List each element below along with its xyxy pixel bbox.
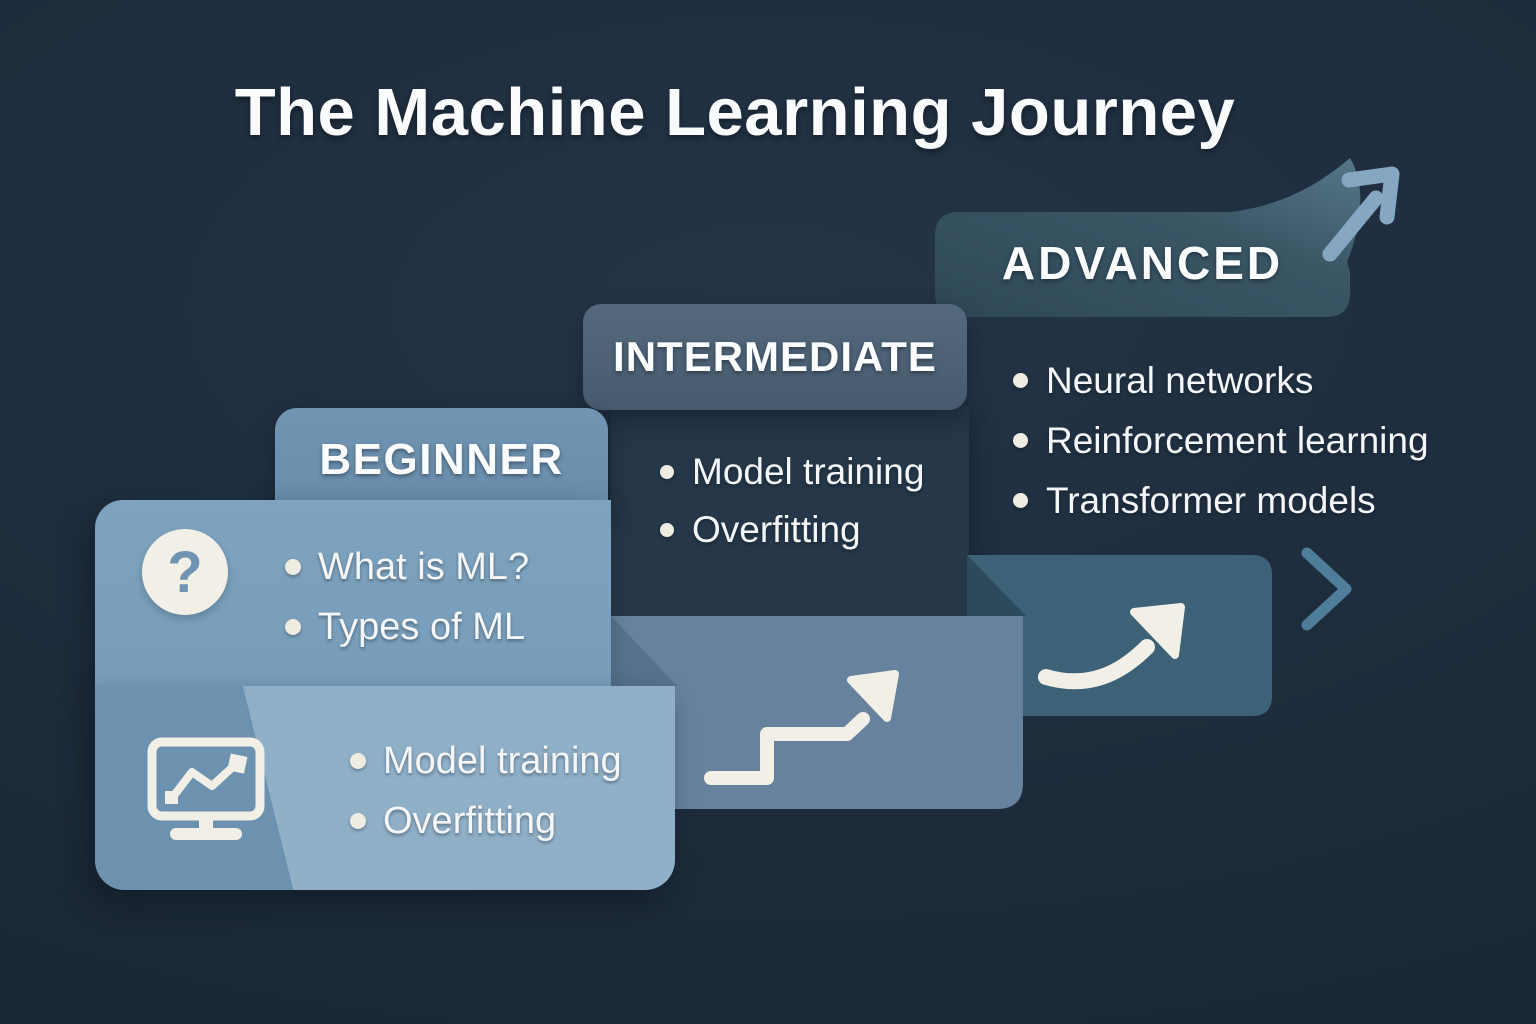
bullet-dot-icon bbox=[285, 619, 301, 635]
fold-shade bbox=[967, 555, 1026, 616]
up-right-arrow-icon bbox=[1322, 166, 1400, 262]
intermediate-panel bbox=[611, 406, 969, 620]
list-item: What is ML? bbox=[285, 544, 529, 590]
step-up-arrow-icon bbox=[704, 670, 899, 785]
beginner-topic: What is ML? bbox=[318, 545, 530, 588]
advanced-topic: Neural networks bbox=[1046, 359, 1314, 401]
advanced-topic: Transformer models bbox=[1046, 479, 1376, 521]
chevron-right-icon bbox=[1301, 547, 1352, 631]
fold-shade bbox=[611, 616, 677, 686]
bullet-dot-icon bbox=[660, 464, 674, 479]
beginner-practice-list: Model training Overfitting bbox=[350, 738, 622, 844]
intermediate-topic: Overfitting bbox=[692, 508, 861, 550]
practice-topic: Overfitting bbox=[383, 799, 557, 842]
bullet-dot-icon bbox=[1013, 433, 1028, 448]
intermediate-header-label: INTERMEDIATE bbox=[583, 304, 967, 410]
advanced-topic-list: Neural networks Reinforcement learning T… bbox=[1013, 358, 1429, 523]
monitor-chart-icon bbox=[147, 737, 265, 840]
intermediate-topic: Model training bbox=[692, 450, 925, 492]
advanced-box-swoosh bbox=[935, 158, 1361, 317]
question-mark-icon: ? bbox=[142, 529, 228, 615]
list-item: Overfitting bbox=[350, 798, 622, 844]
beginner-practice-panel bbox=[95, 686, 675, 890]
list-item: Reinforcement learning bbox=[1013, 418, 1429, 463]
intermediate-topic-list: Model training Overfitting bbox=[660, 449, 924, 552]
bullet-dot-icon bbox=[350, 753, 366, 769]
bullet-dot-icon bbox=[660, 522, 674, 537]
curved-growth-arrow-icon bbox=[1038, 603, 1185, 690]
practice-topic: Model training bbox=[383, 739, 622, 782]
beginner-topic-list: What is ML? Types of ML bbox=[285, 544, 529, 650]
question-glyph: ? bbox=[167, 539, 203, 605]
list-item: Model training bbox=[660, 449, 924, 494]
step-arrow-panel bbox=[611, 616, 1023, 809]
page-title: The Machine Learning Journey bbox=[234, 75, 1236, 150]
bullet-dot-icon bbox=[285, 559, 301, 575]
bullet-dot-icon bbox=[1013, 493, 1028, 508]
growth-arrow-panel bbox=[967, 555, 1272, 716]
list-item: Neural networks bbox=[1013, 358, 1429, 403]
list-item: Types of ML bbox=[285, 604, 529, 650]
beginner-header-label: BEGINNER bbox=[275, 408, 608, 512]
beginner-topic: Types of ML bbox=[318, 605, 525, 648]
bullet-dot-icon bbox=[350, 813, 366, 829]
advanced-header-label: ADVANCED bbox=[1001, 236, 1284, 289]
advanced-header-shape bbox=[935, 158, 1400, 317]
list-item: Transformer models bbox=[1013, 478, 1429, 523]
list-item: Overfitting bbox=[660, 507, 924, 552]
bullet-dot-icon bbox=[1013, 373, 1028, 388]
panel-shape bbox=[611, 616, 1023, 809]
list-item: Model training bbox=[350, 738, 622, 784]
advanced-topic: Reinforcement learning bbox=[1046, 419, 1429, 461]
